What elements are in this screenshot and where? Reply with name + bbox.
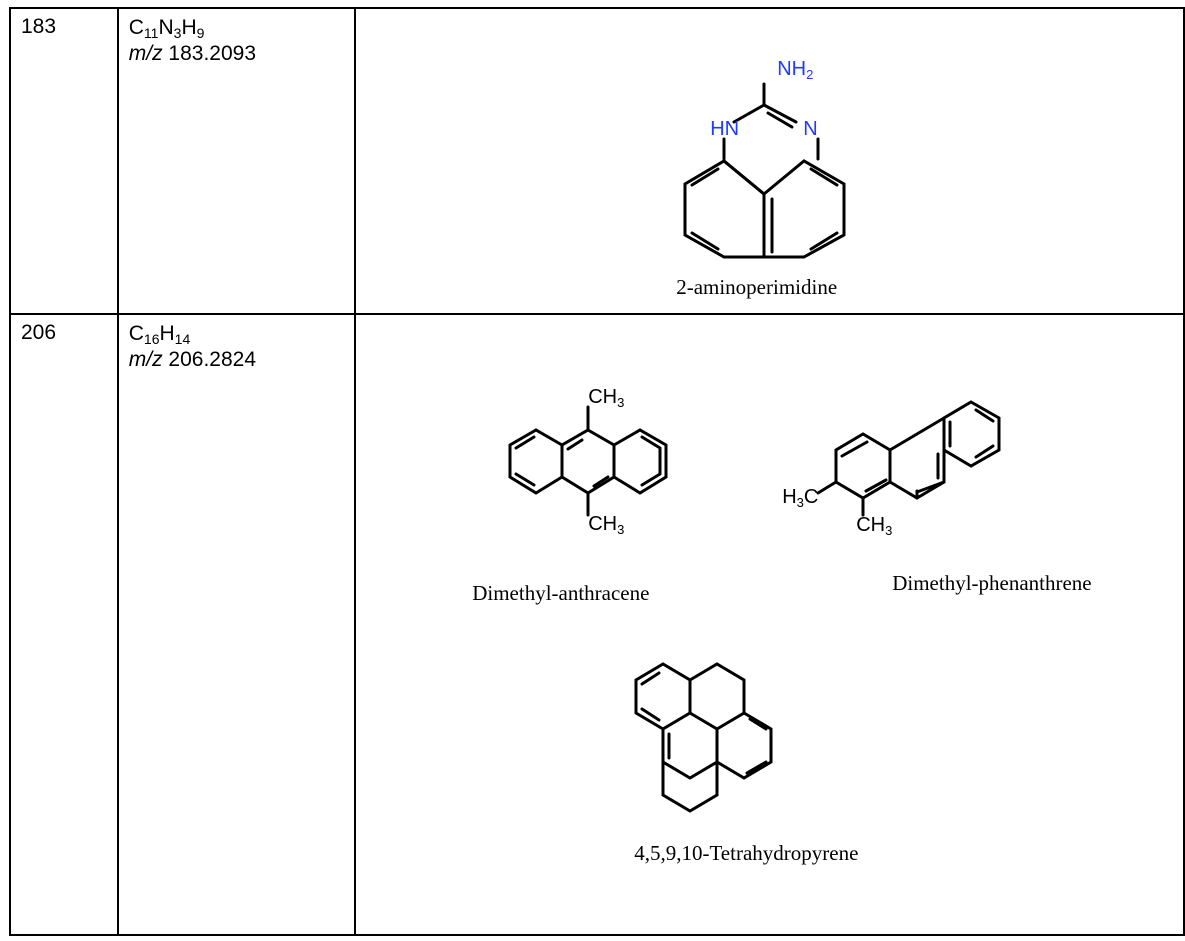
methyl-bottom-label: CH3 — [588, 513, 625, 537]
formula-cell: C11N3H9 m/z 183.2093 — [116, 7, 357, 315]
formula-count: 3 — [173, 25, 182, 41]
dimethyl-phenanthrene-structure — [816, 400, 1001, 517]
formula-element: H — [181, 16, 197, 39]
atom-symbol: CH — [856, 514, 886, 536]
formula-count: 16 — [143, 331, 160, 347]
atom-symbol: NH — [777, 58, 807, 80]
methyl-top-label: CH3 — [588, 386, 625, 410]
atom-count: 2 — [806, 67, 814, 82]
mz-prefix: m/z — [128, 42, 163, 65]
mz-number: 183.2093 — [168, 42, 257, 65]
compound-table: 183 C11N3H9 m/z 183.2093 — [9, 7, 1185, 936]
formula-element: H — [159, 322, 175, 345]
mz-prefix: m/z — [128, 348, 163, 371]
atom-symbol: CH — [588, 513, 618, 535]
structures-cell: CH3 CH3 Dimethyl-anthracene H3C CH3 — [354, 313, 1185, 936]
atom-symbol: C — [803, 486, 819, 508]
tetrahydropyrene-structure — [634, 662, 773, 813]
formula-element: C — [128, 322, 144, 345]
hn-atom-label: HN — [710, 118, 740, 140]
table-row: 183 C11N3H9 m/z 183.2093 — [9, 7, 1185, 315]
formula-element: C — [128, 16, 144, 39]
mz-number: 206.2824 — [168, 348, 257, 371]
formula-cell: C16H14 m/z 206.2824 — [116, 313, 357, 936]
structures-cell: NH2 HN N 2-aminoperimidine — [354, 7, 1185, 315]
atom-count: 3 — [617, 395, 625, 410]
formula-count: 11 — [143, 25, 159, 41]
structure-name: Dimethyl-anthracene — [472, 581, 650, 605]
atom-count: 3 — [796, 495, 804, 510]
amino-group-label: NH2 — [777, 58, 814, 82]
table-row: 206 C16H14 m/z 206.2824 — [9, 313, 1185, 936]
atom-count: 3 — [885, 523, 893, 538]
nominal-mass: 206 — [21, 321, 57, 344]
molecular-formula: C11N3H9 — [128, 16, 205, 41]
formula-count: 14 — [174, 331, 191, 347]
methyl-bottom-label: CH3 — [856, 514, 893, 538]
atom-symbol: H — [782, 486, 797, 508]
structure-name: 2-aminoperimidine — [676, 275, 838, 299]
structure-name: 4,5,9,10-Tetrahydropyrene — [634, 841, 859, 865]
nominal-mass-cell: 206 — [9, 313, 119, 936]
formula-count: 9 — [196, 25, 205, 41]
n-atom-label: N — [803, 118, 818, 140]
structure-name: Dimethyl-phenanthrene — [892, 571, 1092, 595]
nominal-mass: 183 — [21, 15, 57, 38]
molecular-formula: C16H14 — [128, 322, 191, 347]
dimethyl-anthracene-structure — [508, 405, 668, 517]
atom-count: 3 — [617, 522, 625, 537]
nominal-mass-cell: 183 — [9, 7, 119, 315]
aminoperimidine-structure — [683, 82, 846, 259]
mz-value: m/z 206.2824 — [129, 347, 354, 373]
formula-element: N — [158, 16, 174, 39]
mz-value: m/z 183.2093 — [129, 41, 354, 67]
methyl-left-label: H3C — [782, 486, 819, 510]
atom-symbol: CH — [588, 386, 618, 408]
